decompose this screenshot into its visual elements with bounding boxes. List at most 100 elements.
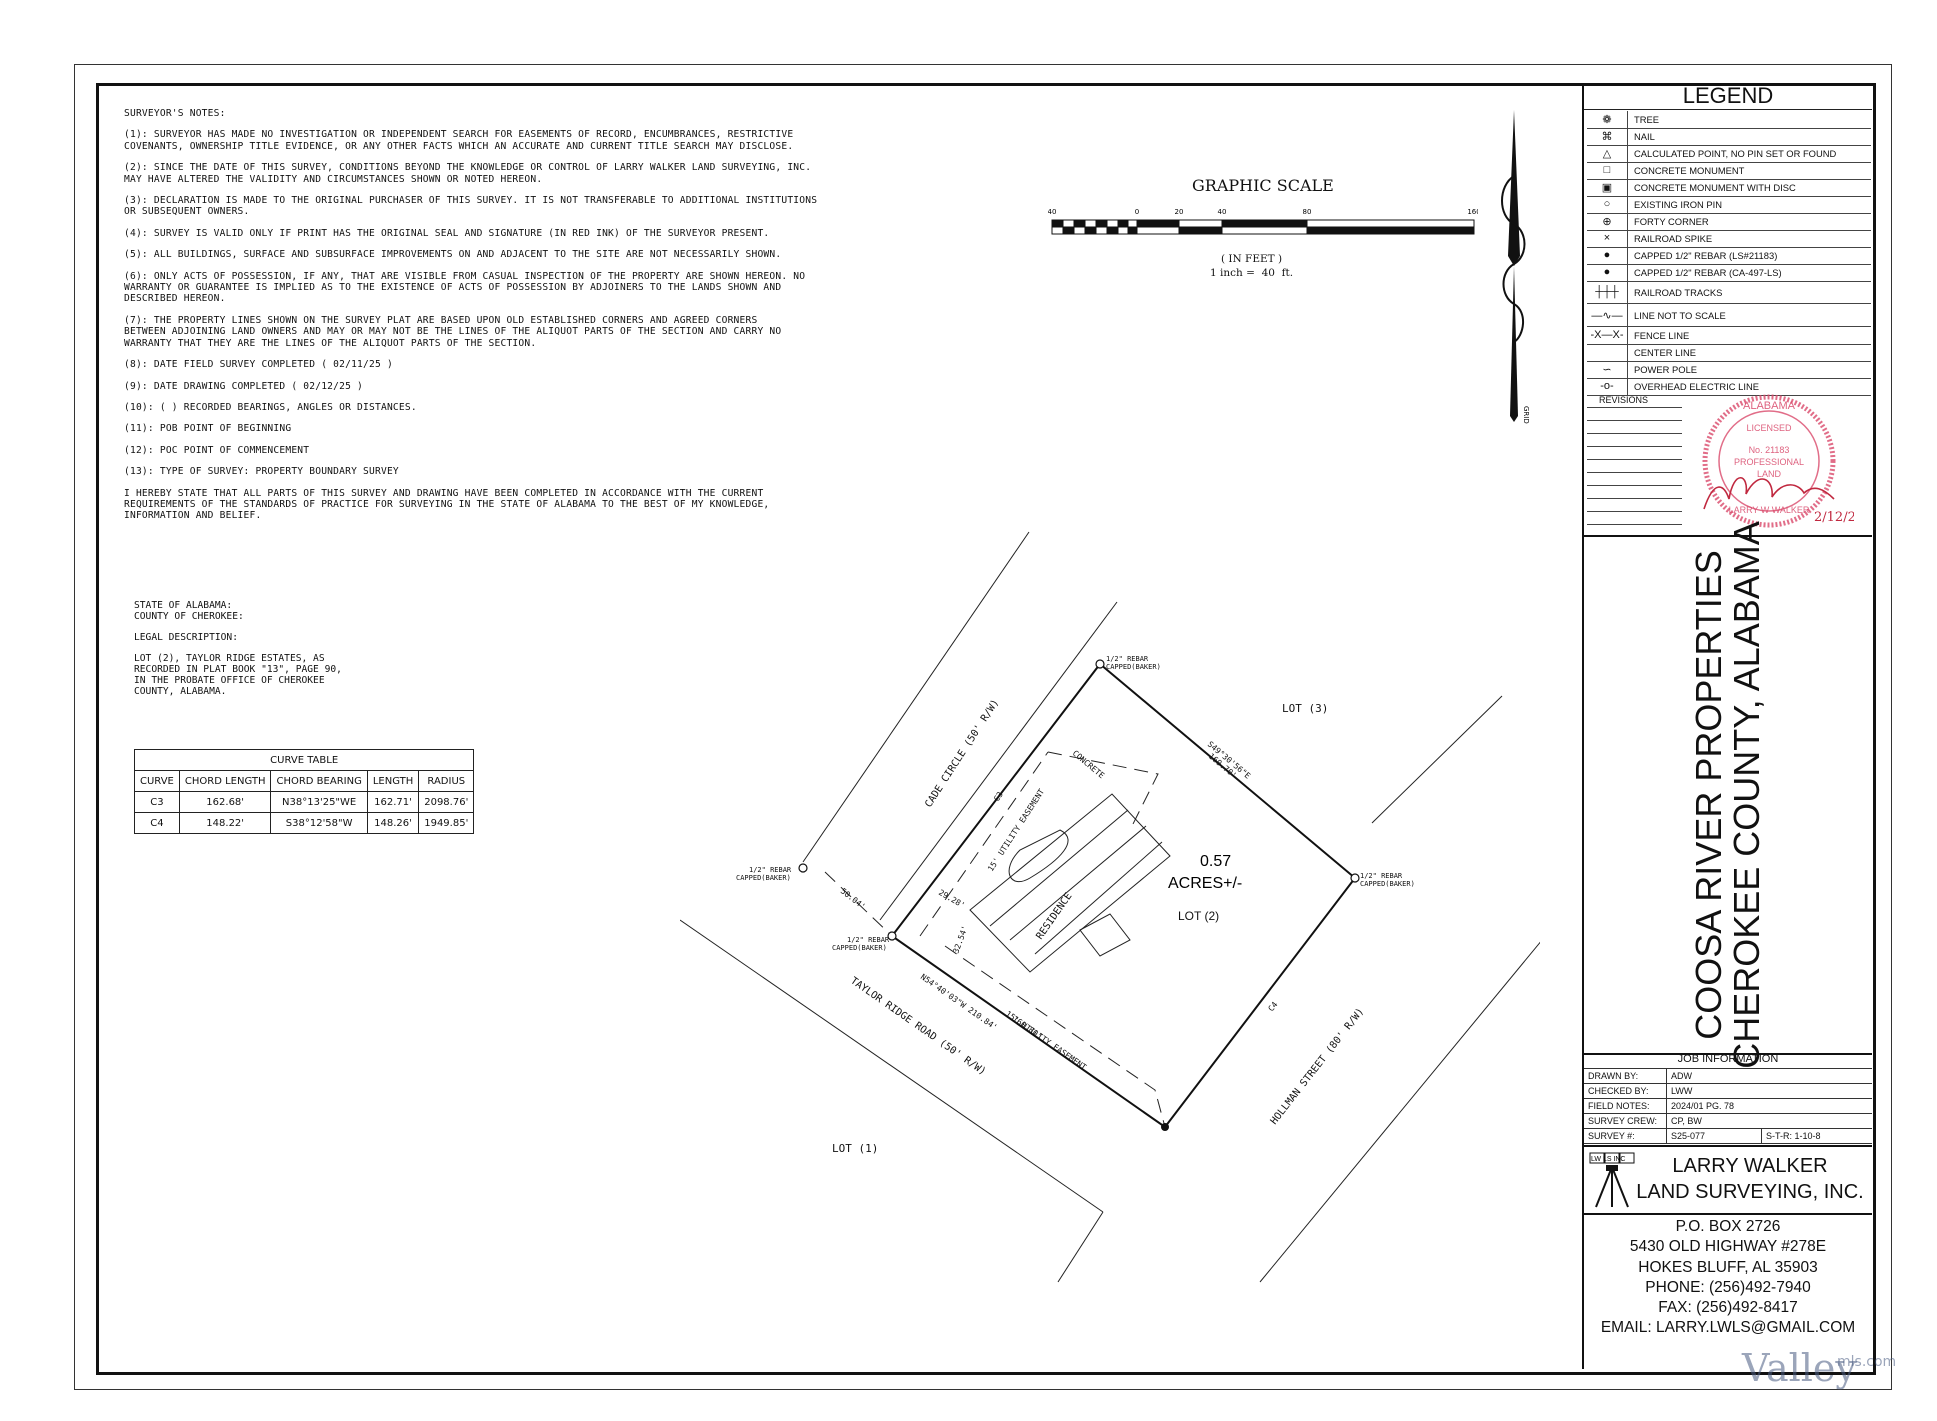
note-5: (5): ALL BUILDINGS, SURFACE AND SUBSURFA… — [124, 249, 782, 261]
signature — [1703, 477, 1835, 510]
sheet-outer-border — [74, 64, 1892, 1390]
table-row: C4 148.22' S38°12'58"W 148.26' 1949.85' — [134, 812, 475, 834]
curve-cell: 1949.85' — [418, 812, 475, 834]
scale-tick: 40 — [1218, 208, 1227, 216]
address-line: 5430 OLD HIGHWAY #278E — [1629, 1238, 1827, 1256]
legend-item: -X—X-FENCE LINE — [1587, 327, 1871, 345]
curve-table-title: CURVE TABLE — [133, 749, 475, 771]
cade-circle-label: CADE CIRCLE (50' R/W) — [923, 698, 1001, 810]
residence-label: RESIDENCE — [1034, 891, 1074, 942]
curve-cell: 2098.76' — [418, 791, 475, 813]
note-1: (1): SURVEYOR HAS MADE NO INVESTIGATION … — [124, 129, 794, 152]
plat-drawing: 1/2" REBAR CAPPED(BAKER) 1/2" REBAR CAPP… — [680, 531, 1540, 1283]
curve-header: CHORD LENGTH — [178, 770, 272, 792]
railroad-icon: ┼┼┼ — [1587, 281, 1628, 303]
job-row: SURVEY CREW:CP, BW — [1584, 1114, 1872, 1129]
curve-cell: 162.71' — [366, 791, 420, 813]
seal-land: LAND — [1757, 469, 1782, 479]
curve-c3-label: C3 — [992, 790, 1005, 803]
square-icon: □ — [1587, 162, 1628, 179]
company-block: LW LS INC LARRY WALKER LAND SURVEYING, I… — [1584, 1145, 1872, 1215]
rebar-capped-label: CAPPED(BAKER) — [736, 874, 791, 882]
curve-cell: 148.22' — [178, 812, 272, 834]
rebar-label: 1/2" REBAR — [847, 936, 890, 944]
note-7: (7): THE PROPERTY LINES SHOWN ON THE SUR… — [124, 314, 782, 349]
watermark-site: mls.com — [1837, 1354, 1897, 1370]
legend-title: LEGEND — [1584, 83, 1872, 110]
curve-cell: C3 — [134, 791, 180, 813]
seal-professional: PROFESSIONAL — [1734, 457, 1804, 467]
legend-item: -o-OVERHEAD ELECTRIC LINE — [1587, 378, 1871, 396]
scale-tick: 160 — [1467, 208, 1478, 216]
signature-date: 2/12/25 — [1814, 510, 1854, 525]
address-line: P.O. BOX 2726 — [1675, 1218, 1781, 1235]
curve-header: CURVE — [134, 770, 180, 792]
notes-title: SURVEYOR'S NOTES: — [124, 108, 226, 119]
title-column: LEGEND ❁TREE ⌘NAIL △CALCULATED POINT, NO… — [1582, 83, 1872, 1369]
certification-statement: I HEREBY STATE THAT ALL PARTS OF THIS SU… — [124, 487, 770, 522]
legend-item: ×RAILROAD SPIKE — [1587, 230, 1871, 248]
job-row: DRAWN BY:ADW — [1584, 1069, 1872, 1084]
email: EMAIL: LARRY.LWLS@GMAIL.COM — [1600, 1319, 1856, 1337]
fax: FAX: (256)492-8417 — [1658, 1299, 1798, 1317]
seal-name: LARRY W WALKER — [1729, 505, 1810, 515]
revisions-box: REVISIONS — [1587, 395, 1682, 535]
job-title: JOB INFORMATION — [1584, 1053, 1872, 1069]
company-name-2: LAND SURVEYING, INC. — [1636, 1181, 1864, 1203]
overhead-line-icon: -o- — [1587, 378, 1628, 395]
rebar-label: 1/2" REBAR — [1360, 872, 1403, 880]
legend-item: ●CAPPED 1/2" REBAR (CA-497-LS) — [1587, 264, 1871, 282]
dot-icon: ● — [1587, 247, 1628, 264]
x-icon: × — [1587, 230, 1628, 247]
graphic-scale-title: GRAPHIC SCALE — [1192, 176, 1334, 195]
surveyor-notes: SURVEYOR'S NOTES: (1): SURVEYOR HAS MADE… — [124, 108, 884, 532]
lot-3-label: LOT (3) — [1282, 702, 1328, 715]
graphic-scale-bar: 40 0 20 40 80 160 — [1048, 208, 1478, 235]
note-12: (12): POC POINT OF COMMENCEMENT — [124, 444, 310, 456]
legend-item: ∽POWER POLE — [1587, 361, 1871, 379]
scale-tick: 80 — [1303, 208, 1312, 216]
curve-header: RADIUS — [418, 770, 475, 792]
seal-licensed: LICENSED — [1746, 423, 1792, 433]
note-9: (9): DATE DRAWING COMPLETED ( 02/12/25 ) — [124, 380, 364, 392]
company-address: P.O. BOX 2726 5430 OLD HIGHWAY #278E HOK… — [1584, 1217, 1872, 1339]
rebar-label: 1/2" REBAR — [749, 866, 792, 874]
lot-1-label: LOT (1) — [832, 1142, 878, 1155]
legal-heading: LEGAL DESCRIPTION: — [134, 632, 238, 643]
project-location: CHEROKEE COUNTY, ALABAMA — [1726, 521, 1767, 1069]
legend-item: ●CAPPED 1/2" REBAR (LS#21183) — [1587, 247, 1871, 265]
tree-icon: ❁ — [1587, 111, 1628, 128]
rebar-capped-label: CAPPED(BAKER) — [1106, 663, 1161, 671]
legend-item: ❁TREE — [1587, 111, 1871, 129]
dimension-label: 29.28' — [937, 888, 967, 910]
legend-item: ⊕FORTY CORNER — [1587, 213, 1871, 231]
table-row: C3 162.68' N38°13'25"WE 162.71' 2098.76' — [134, 791, 475, 813]
note-4: (4): SURVEY IS VALID ONLY IF PRINT HAS T… — [124, 227, 770, 239]
job-row: CHECKED BY:LWW — [1584, 1084, 1872, 1099]
legend-item: □CONCRETE MONUMENT — [1587, 162, 1871, 180]
curve-header: CHORD BEARING — [270, 770, 368, 792]
legal-description: STATE OF ALABAMA: COUNTY OF CHEROKEE: LE… — [134, 600, 342, 707]
crosshair-icon: ⊕ — [1587, 213, 1628, 230]
curve-c4-label: C4 — [1266, 1000, 1279, 1013]
note-11: (11): POB POINT OF BEGINNING — [124, 423, 292, 435]
center-line-icon — [1587, 344, 1628, 361]
note-6: (6): ONLY ACTS OF POSSESSION, IF ANY, TH… — [124, 270, 806, 305]
curve-cell: C4 — [134, 812, 180, 834]
curve-header: LENGTH — [366, 770, 420, 792]
distance-w: 50.04' — [839, 886, 867, 911]
dot-icon: ● — [1587, 264, 1628, 281]
job-information: JOB INFORMATION DRAWN BY:ADW CHECKED BY:… — [1584, 1053, 1872, 1144]
curve-cell: S38°12'58"W — [270, 812, 368, 834]
note-10: (10): ( ) RECORDED BEARINGS, ANGLES OR D… — [124, 401, 417, 413]
triangle-icon: △ — [1587, 145, 1628, 162]
north-arrow-label: GRID — [1522, 406, 1530, 424]
acreage-line1: 0.57 — [1200, 853, 1231, 870]
seal-number: No. 21183 — [1749, 445, 1790, 455]
surveyor-seal: ALABAMA LICENSED No. 21183 PROFESSIONAL … — [1702, 394, 1854, 528]
nail-icon: ⌘ — [1587, 128, 1628, 145]
note-2: (2): SINCE THE DATE OF THIS SURVEY, COND… — [124, 162, 812, 185]
acreage-line2: ACRES+/- — [1168, 875, 1242, 892]
watermark-brand: Valley — [1742, 1346, 1857, 1390]
